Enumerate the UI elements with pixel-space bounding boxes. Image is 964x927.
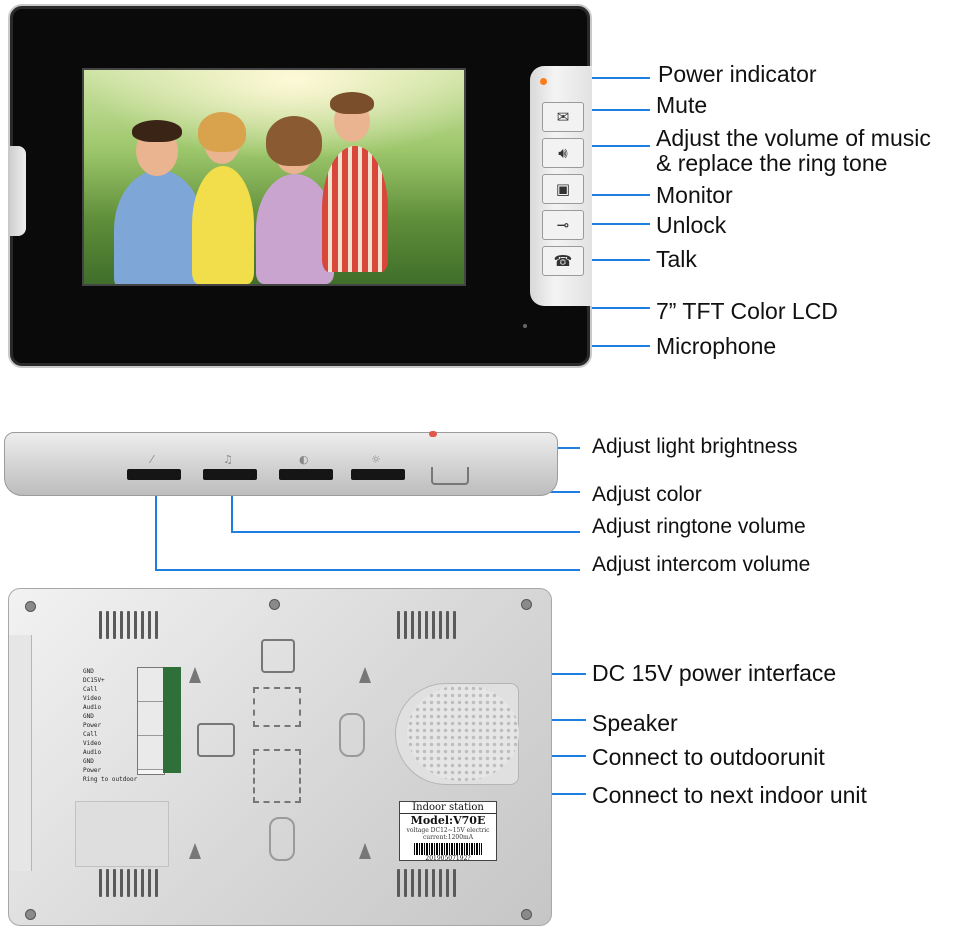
- model-tag: Indoor station Model:V70E voltage DC12~1…: [399, 801, 497, 862]
- wire-label-block: GND DC15V+ Call Video Audio GND Power Ca…: [83, 668, 138, 783]
- photo-person-4: [322, 146, 388, 272]
- label-outdoor-unit: Connect to outdoorunit: [592, 744, 825, 770]
- ringtone-volume-knob[interactable]: [203, 469, 257, 480]
- label-volume-line1: Adjust the volume of music: [656, 125, 931, 151]
- photo-person-1: [114, 170, 204, 284]
- mount-hole: [261, 639, 295, 673]
- microphone-hole: [523, 324, 527, 328]
- label-unlock: Unlock: [656, 212, 727, 238]
- lcd-screen: [82, 68, 466, 286]
- handset-icon: ☎: [553, 252, 573, 270]
- bell-mark-icon: ♫: [223, 453, 233, 466]
- brightness-mark-icon: ⁄: [151, 453, 153, 466]
- label-power-indicator: Power indicator: [658, 61, 817, 87]
- barcode: [414, 843, 482, 855]
- mute-button[interactable]: ✉: [542, 102, 584, 132]
- monitor-button[interactable]: ▣: [542, 174, 584, 204]
- label-volume-line2: & replace the ring tone: [656, 150, 888, 176]
- mount-slot-vertical: [269, 817, 295, 861]
- line-intercom: [155, 480, 580, 571]
- label-monitor: Monitor: [656, 182, 733, 208]
- label-power-interface: DC 15V power interface: [592, 660, 837, 686]
- talk-button[interactable]: ☎: [542, 246, 584, 276]
- label-ringtone-volume: Adjust ringtone volume: [592, 515, 806, 538]
- volume-button[interactable]: 🔊︎: [542, 138, 584, 168]
- mount-hook: [359, 843, 371, 859]
- label-microphone: Microphone: [656, 333, 777, 359]
- mount-slot: [253, 687, 301, 727]
- line-ringtone: [231, 480, 580, 533]
- screw: [269, 599, 280, 610]
- screw: [25, 601, 36, 612]
- terminal-block[interactable]: [137, 667, 165, 775]
- mount-slot-vertical: [339, 713, 365, 757]
- photo-person-2: [192, 166, 254, 284]
- vent-bottom-right: [397, 869, 456, 897]
- power-led: [540, 78, 547, 85]
- label-talk: Talk: [656, 246, 697, 272]
- photo-person-3: [256, 174, 334, 284]
- mount-hook: [189, 667, 201, 683]
- person-card-icon: ▣: [555, 180, 571, 198]
- side-rail: [9, 635, 32, 871]
- color-mark-icon: ◐: [299, 453, 309, 466]
- screw: [521, 599, 532, 610]
- label-speaker: Speaker: [592, 710, 678, 736]
- vent-bottom-left: [99, 869, 158, 897]
- label-mute: Mute: [656, 92, 708, 118]
- screw: [521, 909, 532, 920]
- mount-clip: [431, 467, 469, 485]
- vent-top-right: [397, 611, 456, 639]
- indoor-monitor-back: GND DC15V+ Call Video Audio GND Power Ca…: [8, 588, 552, 926]
- mount-hook: [189, 843, 201, 859]
- indoor-monitor-bottom: ⁄ ♫ ◐ ☼: [4, 431, 558, 496]
- button-panel: ✉ 🔊︎ ▣ ⊸ ☎: [530, 66, 592, 306]
- label-color: Adjust color: [592, 483, 702, 506]
- label-light-brightness: Adjust light brightness: [592, 435, 798, 458]
- mount-slot: [253, 749, 301, 803]
- envelope-icon: ✉: [556, 108, 570, 126]
- light-brightness-knob[interactable]: [351, 469, 405, 480]
- speaker-grille: [407, 685, 519, 781]
- vent-top-left: [99, 611, 158, 639]
- top-led: [429, 431, 437, 437]
- screw: [25, 909, 36, 920]
- label-intercom-volume: Adjust intercom volume: [592, 553, 811, 576]
- speaker-icon: 🔊︎: [558, 144, 568, 162]
- intercom-volume-knob[interactable]: [127, 469, 181, 480]
- label-next-indoor: Connect to next indoor unit: [592, 782, 867, 808]
- circuit-board: [163, 667, 181, 773]
- side-grille: [10, 146, 26, 236]
- mount-hook: [359, 667, 371, 683]
- key-icon: ⊸: [556, 216, 570, 234]
- blank-sticker: [75, 801, 169, 867]
- mount-hole: [197, 723, 235, 757]
- label-lcd: 7” TFT Color LCD: [656, 298, 838, 324]
- indoor-monitor-front: ✉ 🔊︎ ▣ ⊸ ☎: [8, 4, 592, 368]
- brightness-mark-icon-2: ☼: [371, 453, 381, 466]
- unlock-button[interactable]: ⊸: [542, 210, 584, 240]
- color-knob[interactable]: [279, 469, 333, 480]
